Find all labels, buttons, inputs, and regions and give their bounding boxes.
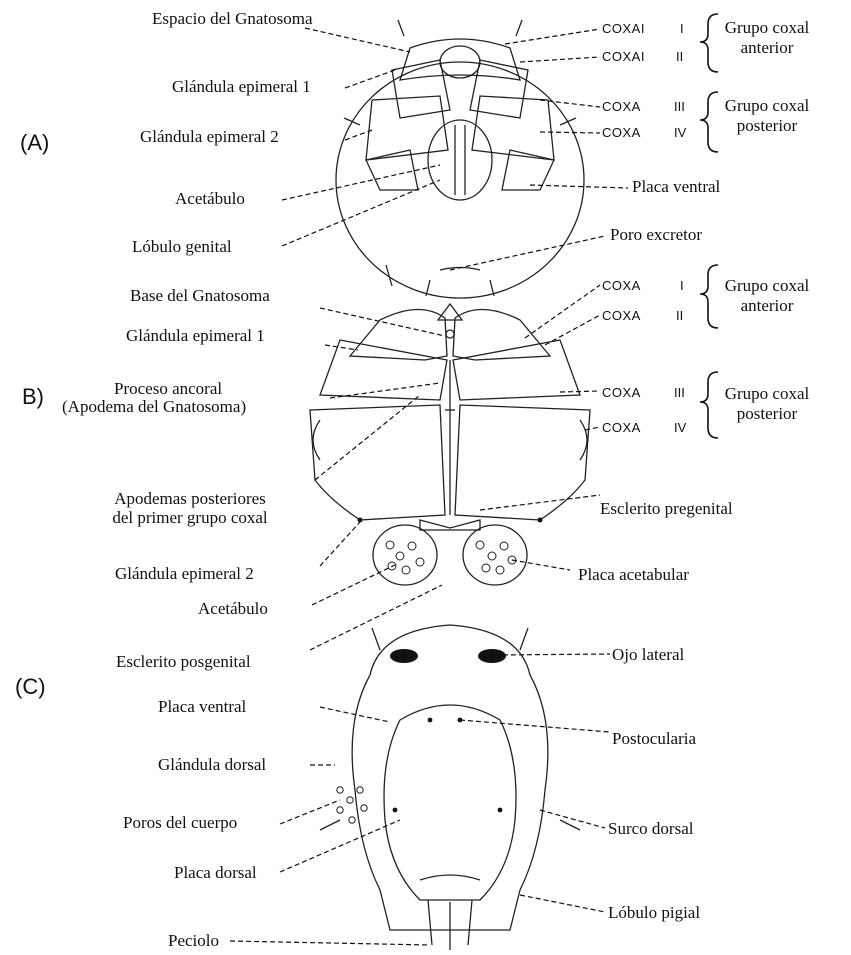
coxa-label-b-1: COXA: [602, 278, 641, 293]
group-posterior-b: Grupo coxal posterior: [712, 384, 822, 423]
group-anterior-a-line1: Grupo coxal: [712, 18, 822, 38]
coxa-label-a-2: COXAI: [602, 49, 645, 64]
coxa-label-a-1: COXAI: [602, 21, 645, 36]
label-ojo-lateral: Ojo lateral: [612, 646, 684, 665]
group-anterior-b-line2: anterior: [712, 296, 822, 316]
panel-label-c: (C): [15, 674, 46, 700]
right-eye: [478, 649, 506, 663]
label-glandula-epimeral-1-b: Glándula epimeral 1: [126, 327, 265, 346]
label-apodemas-posteriores-line1: Apodemas posteriores: [70, 490, 310, 509]
roman-b-4: IV: [674, 420, 686, 435]
label-esclerito-posgenital: Esclerito posgenital: [116, 653, 251, 672]
roman-a-2: II: [676, 49, 683, 64]
panel-c-body: [320, 625, 580, 950]
label-base-gnatosoma: Base del Gnatosoma: [130, 287, 270, 306]
group-anterior-b-line1: Grupo coxal: [712, 276, 822, 296]
label-placa-acetabular: Placa acetabular: [578, 566, 689, 585]
label-surco-dorsal: Surco dorsal: [608, 820, 693, 839]
panel-a-body: [336, 20, 584, 298]
roman-b-2: II: [676, 308, 683, 323]
label-apodemas-posteriores-line2: del primer grupo coxal: [70, 509, 310, 528]
label-proceso-ancoral: Proceso ancoral: [114, 380, 222, 399]
group-anterior-a: Grupo coxal anterior: [712, 18, 822, 57]
label-placa-ventral-c: Placa ventral: [158, 698, 246, 717]
group-anterior-a-line2: anterior: [712, 38, 822, 58]
group-posterior-a-line1: Grupo coxal: [712, 96, 822, 116]
label-placa-dorsal: Placa dorsal: [174, 864, 257, 883]
group-posterior-a: Grupo coxal posterior: [712, 96, 822, 135]
label-poros-cuerpo: Poros del cuerpo: [123, 814, 237, 833]
group-anterior-b: Grupo coxal anterior: [712, 276, 822, 315]
label-glandula-epimeral-1-a: Glándula epimeral 1: [172, 78, 311, 97]
label-lobulo-genital: Lóbulo genital: [132, 238, 232, 257]
coxa-label-a-4: COXA: [602, 125, 641, 140]
label-espacio-gnatosoma: Espacio del Gnatosoma: [152, 10, 313, 29]
roman-b-1: I: [680, 278, 684, 293]
label-esclerito-pregenital: Esclerito pregenital: [600, 500, 733, 519]
coxa-label-b-2: COXA: [602, 308, 641, 323]
label-glandula-dorsal: Glándula dorsal: [158, 756, 266, 775]
roman-b-3: III: [674, 385, 685, 400]
label-acetabulo-b: Acetábulo: [198, 600, 268, 619]
label-acetabulo-a: Acetábulo: [175, 190, 245, 209]
roman-a-3: III: [674, 99, 685, 114]
coxa-label-b-4: COXA: [602, 420, 641, 435]
label-glandula-epimeral-2-a: Glándula epimeral 2: [140, 128, 279, 147]
panel-label-a: (A): [20, 130, 49, 156]
label-glandula-epimeral-2-b: Glándula epimeral 2: [115, 565, 254, 584]
left-eye: [390, 649, 418, 663]
roman-a-4: IV: [674, 125, 686, 140]
label-placa-ventral-a: Placa ventral: [632, 178, 720, 197]
roman-a-1: I: [680, 21, 684, 36]
group-posterior-b-line2: posterior: [712, 404, 822, 424]
label-peciolo: Peciolo: [168, 932, 219, 951]
group-posterior-b-line1: Grupo coxal: [712, 384, 822, 404]
label-postocularia: Postocularia: [612, 730, 696, 749]
panel-label-b: B): [22, 384, 44, 410]
label-apodemas-posteriores: Apodemas posteriores del primer grupo co…: [70, 490, 310, 527]
label-poro-excretor: Poro excretor: [610, 226, 702, 245]
panel-b-body: [310, 304, 590, 585]
group-posterior-a-line2: posterior: [712, 116, 822, 136]
coxa-label-a-3: COXA: [602, 99, 641, 114]
coxa-label-b-3: COXA: [602, 385, 641, 400]
label-apodema-gnatosoma: (Apodema del Gnatosoma): [62, 398, 246, 417]
label-lobulo-pigial: Lóbulo pigial: [608, 904, 700, 923]
